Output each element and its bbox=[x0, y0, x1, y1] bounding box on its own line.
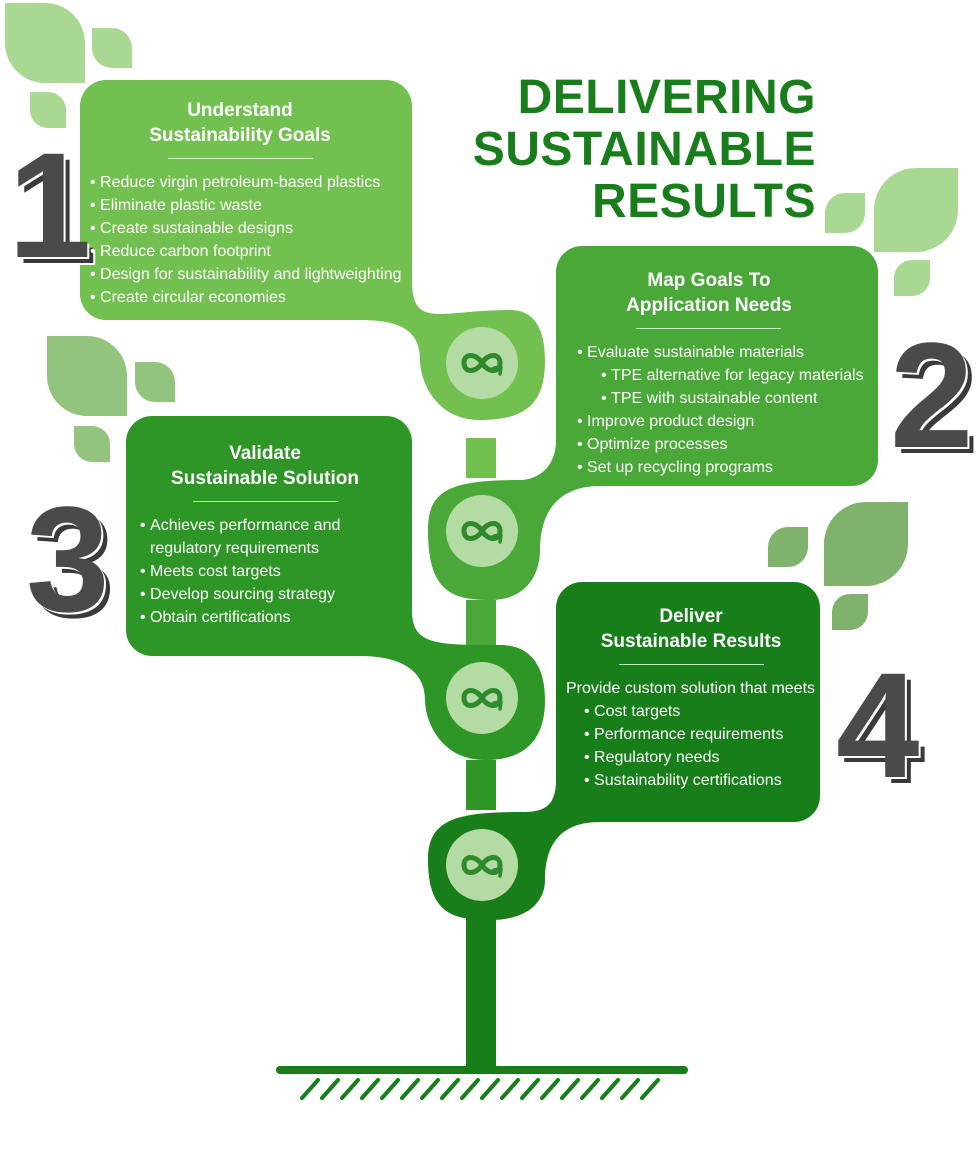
list-item: Reduce carbon footprint bbox=[90, 240, 390, 263]
list-item: TPE alternative for legacy materials bbox=[577, 364, 873, 387]
step-list: Achieves performance and regulatory requ… bbox=[140, 514, 390, 629]
list-item: Performance requirements bbox=[566, 723, 816, 746]
step-card-1: Understand Sustainability Goals Reduce v… bbox=[90, 98, 402, 309]
infinity-loop-icon bbox=[446, 662, 518, 734]
step-number-1: 1 bbox=[8, 121, 92, 289]
infinity-loop-icon bbox=[446, 327, 518, 399]
list-item: Design for sustainability and lightweigh… bbox=[90, 263, 402, 286]
page-title: DELIVERING SUSTAINABLE RESULTS bbox=[473, 72, 816, 228]
title-line: RESULTS bbox=[592, 175, 816, 228]
infinity-loop-icon bbox=[446, 495, 518, 567]
list-item: Cost targets bbox=[566, 700, 816, 723]
step-card-2: Map Goals To Application Needs Evaluate … bbox=[577, 268, 873, 479]
ground bbox=[276, 1066, 688, 1100]
leaf-icon bbox=[825, 168, 958, 296]
leaf-icon bbox=[5, 3, 132, 128]
list-item: Achieves performance and regulatory requ… bbox=[140, 514, 370, 560]
step-heading: Understand Sustainability Goals bbox=[149, 100, 331, 146]
list-intro: Provide custom solution that meets bbox=[566, 680, 816, 697]
list-item: Regulatory needs bbox=[566, 746, 816, 769]
step-card-3: Validate Sustainable Solution Achieves p… bbox=[140, 441, 390, 629]
divider bbox=[167, 158, 313, 159]
list-item: Develop sourcing strategy bbox=[140, 583, 390, 606]
step-list: Evaluate sustainable materials TPE alter… bbox=[577, 341, 873, 479]
list-item: Set up recycling programs bbox=[577, 456, 873, 479]
list-item: TPE with sustainable content bbox=[577, 387, 873, 410]
leaf-icon bbox=[47, 336, 175, 462]
step-card-4: Deliver Sustainable Results Provide cust… bbox=[566, 604, 816, 792]
step-list: Reduce virgin petroleum-based plastics E… bbox=[90, 171, 402, 309]
list-item: Create sustainable designs bbox=[90, 217, 390, 240]
list-item: Meets cost targets bbox=[140, 560, 390, 583]
list-item: Optimize processes bbox=[577, 433, 873, 456]
step-number-4: 4 bbox=[836, 641, 920, 809]
divider bbox=[618, 664, 764, 665]
title-line: SUSTAINABLE bbox=[472, 123, 816, 176]
list-item: Eliminate plastic waste bbox=[90, 194, 390, 217]
divider bbox=[192, 501, 338, 502]
step-heading: Deliver Sustainable Results bbox=[600, 606, 782, 652]
step-heading: Map Goals To Application Needs bbox=[626, 270, 792, 316]
list-item: Sustainability certifications bbox=[566, 769, 816, 792]
list-item: Reduce virgin petroleum-based plastics bbox=[90, 171, 390, 194]
list-item: Create circular economies bbox=[90, 286, 390, 309]
step-heading: Validate Sustainable Solution bbox=[171, 443, 359, 489]
step-number-2: 2 bbox=[890, 311, 974, 479]
title-line: DELIVERING bbox=[517, 71, 816, 124]
step-number-3: 3 bbox=[26, 475, 110, 643]
list-item: Improve product design bbox=[577, 410, 873, 433]
leaf-icon bbox=[768, 502, 908, 630]
infinity-loop-icon bbox=[446, 829, 518, 901]
divider bbox=[636, 328, 781, 329]
list-item: Obtain certifications bbox=[140, 606, 390, 629]
list-item: Evaluate sustainable materials bbox=[577, 341, 873, 364]
step-list: Provide custom solution that meets Cost … bbox=[566, 677, 816, 792]
